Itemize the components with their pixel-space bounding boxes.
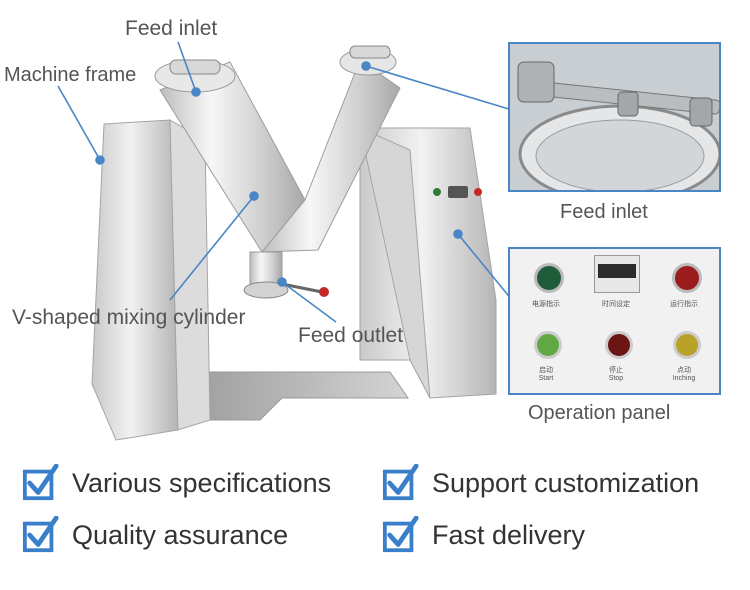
feature-quality-assurance: Quality assurance [22, 516, 288, 554]
feature-various-specifications: Various specifications [22, 464, 331, 502]
timer-display [594, 255, 640, 293]
feature-label: Various specifications [72, 467, 332, 498]
feature-fast-delivery: Fast delivery [382, 516, 585, 554]
caption-feed-inlet: Feed inlet [560, 201, 648, 223]
running-indicator-label: 运行指示 [670, 301, 698, 308]
left-frame [91, 119, 179, 441]
machine-base [177, 371, 409, 421]
time-setting-label: 时间设定 [602, 301, 630, 308]
feed-inlet-detail-image [510, 44, 719, 190]
callout-machine-frame: Machine frame [4, 64, 137, 86]
feature-label: Quality assurance [72, 519, 289, 550]
feature-support-customization: Support customization [382, 464, 699, 502]
feature-label: Support customization [432, 467, 700, 498]
power-indicator-light [534, 263, 564, 293]
feed-inlet-inset [508, 42, 721, 192]
feature-label: Fast delivery [432, 519, 586, 550]
callout-v-shaped-cylinder: V-shaped mixing cylinder [12, 306, 246, 329]
checkbox-check-icon [382, 464, 419, 501]
checkbox-check-icon [22, 464, 59, 501]
checkbox-check-icon [382, 516, 419, 553]
start-button[interactable] [534, 331, 562, 359]
callout-feed-outlet: Feed outlet [298, 324, 404, 347]
power-indicator-label: 电源指示 [532, 301, 560, 308]
stop-button[interactable] [605, 331, 633, 359]
v-mixer-machine-illustration [57, 41, 513, 441]
callout-feed-inlet-top: Feed inlet [125, 17, 218, 40]
running-indicator-light [672, 263, 702, 293]
checkbox-check-icon [22, 516, 59, 553]
caption-operation-panel: Operation panel [528, 402, 671, 424]
inching-button[interactable] [673, 331, 701, 359]
